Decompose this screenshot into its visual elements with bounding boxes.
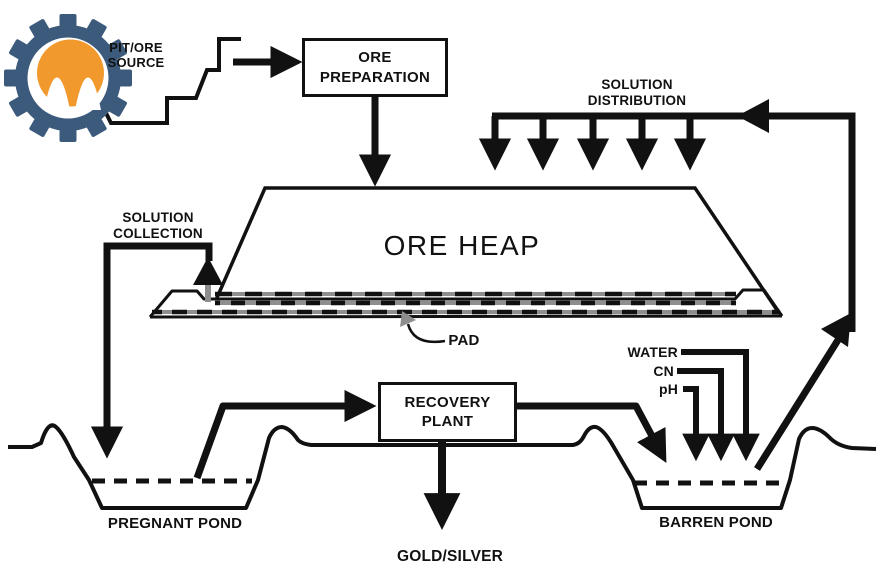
flow-arrows — [90, 45, 856, 530]
solution-distribution-label: SOLUTION DISTRIBUTION — [587, 77, 687, 109]
arrow-pond-to-recovery — [193, 389, 377, 480]
distribution-header-line — [492, 112, 856, 332]
cn-pipe — [677, 368, 735, 462]
water-pipe — [681, 349, 760, 462]
solution-collection-label: SOLUTION COLLECTION — [113, 210, 203, 242]
gold-silver-label: GOLD/SILVER — [396, 548, 504, 565]
sun-mountain-icon — [37, 39, 104, 110]
pad-label: PAD — [448, 332, 480, 349]
arrow-recovery-to-barren — [517, 402, 667, 463]
gear-logo-icon — [4, 14, 132, 142]
water-label: WATER — [627, 344, 678, 360]
return-riser-shaft — [754, 338, 841, 471]
header-flow-arrowhead — [737, 99, 769, 133]
ph-label: pH — [658, 381, 678, 397]
barren-pond-label: BARREN POND — [659, 514, 773, 531]
ore-heap-shape — [213, 186, 781, 314]
return-riser-arrowhead — [821, 313, 851, 347]
ground-profile — [8, 423, 877, 510]
pad-callout-arrowhead — [400, 311, 416, 327]
cn-label: CN — [653, 363, 674, 379]
pregnant-pond-label: PREGNANT POND — [107, 515, 243, 532]
pad-liner-lines — [152, 291, 780, 315]
pad-shape — [148, 288, 784, 319]
pad-callout — [400, 311, 446, 344]
pad-outflow-arrowhead — [193, 257, 223, 285]
recovery-plant-box: RECOVERY PLANT — [378, 382, 517, 442]
pit-ore-source-label: PIT/ORE SOURCE — [107, 40, 165, 70]
collection-line — [90, 242, 213, 459]
ore-heap-label: ORE HEAP — [383, 230, 541, 261]
ph-pipe — [682, 386, 710, 462]
ore-preparation-box: ORE PREPARATION — [302, 38, 448, 97]
